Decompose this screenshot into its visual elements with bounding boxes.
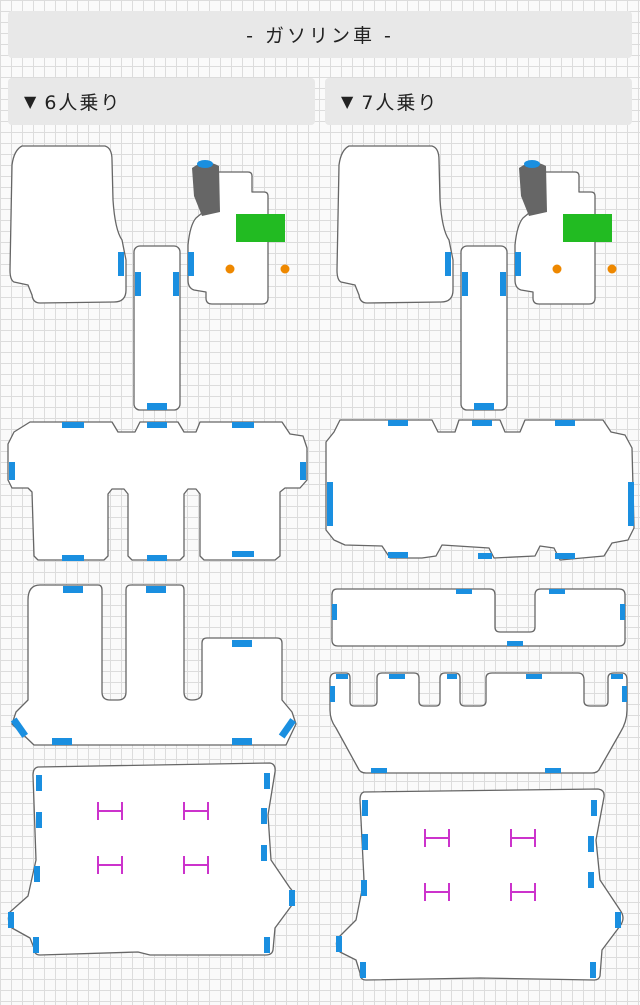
section-header-7-seater[interactable]: ▼ 7人乗り <box>325 78 632 125</box>
third-row-mat-7-seater-bottom <box>329 672 628 774</box>
fuel-type-banner: - ガソリン車 - <box>8 11 632 58</box>
banner-title: - ガソリン車 - <box>246 25 394 47</box>
second-row-mat-7-seater <box>325 419 635 561</box>
third-row-mat-6-seater <box>10 584 297 746</box>
third-row-mat-7-seater-top <box>331 588 626 647</box>
second-row-mat-6-seater <box>7 421 308 561</box>
triangle-down-icon: ▼ <box>341 92 356 111</box>
section-label: 7人乗り <box>361 92 439 114</box>
front-mats-6-seater <box>9 145 291 411</box>
luggage-mat-7-seater <box>335 788 624 981</box>
section-header-6-seater[interactable]: ▼ 6人乗り <box>8 78 315 125</box>
section-label: 6人乗り <box>44 92 122 114</box>
triangle-down-icon: ▼ <box>24 92 39 111</box>
luggage-mat-6-seater <box>7 762 295 956</box>
front-mats-7-seater <box>336 145 618 411</box>
